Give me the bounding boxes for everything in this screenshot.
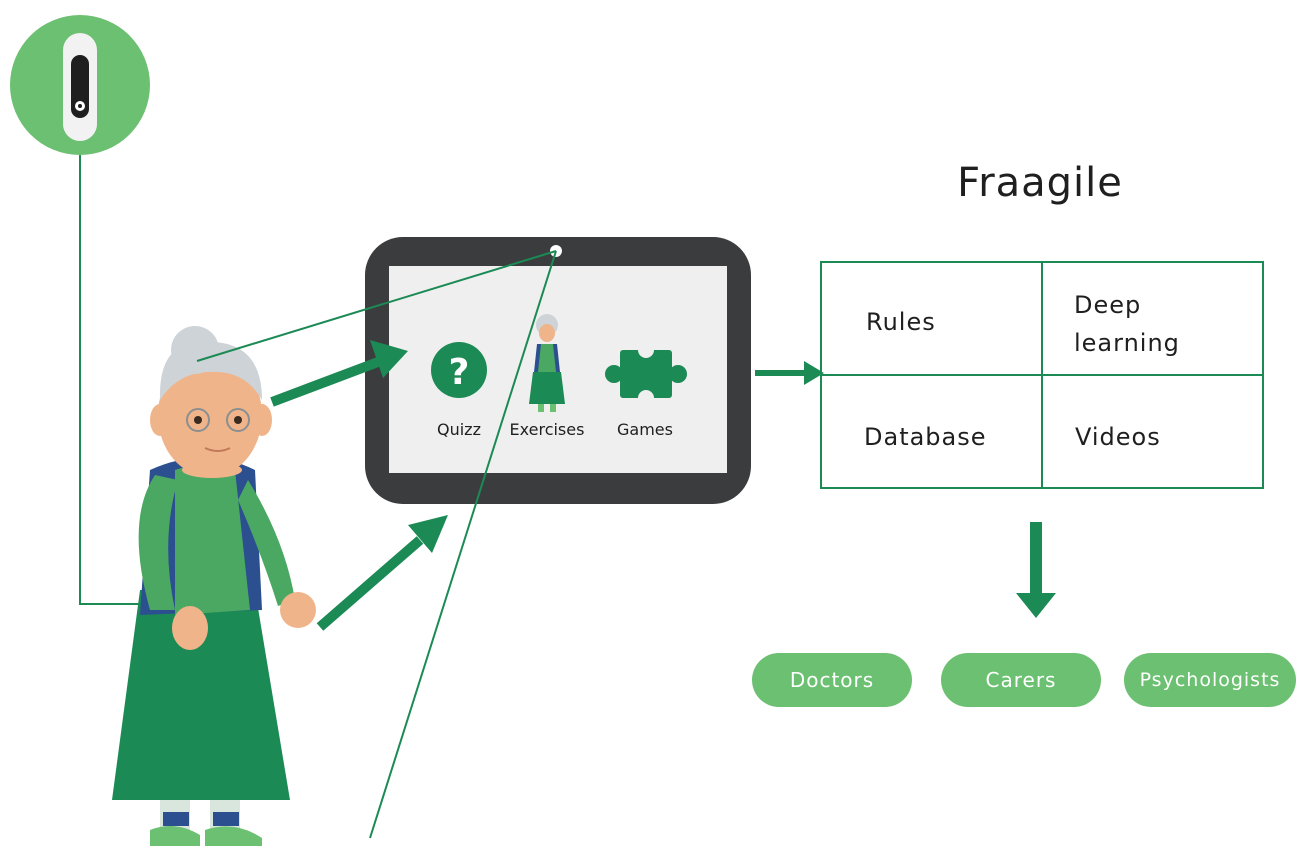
sensor-connector-line xyxy=(79,155,160,605)
grid-cell-videos: Videos xyxy=(1075,423,1161,451)
platform-grid xyxy=(820,261,1264,489)
grid-cell-rules: Rules xyxy=(866,308,936,336)
platform-to-recipients-arrow xyxy=(1016,522,1056,618)
recipient-psychologists: Psychologists xyxy=(1124,653,1296,707)
puzzle-piece-icon[interactable] xyxy=(605,342,687,406)
elderly-woman-icon[interactable] xyxy=(529,314,565,412)
recipient-doctors: Doctors xyxy=(752,653,912,707)
elderly-woman-illustration xyxy=(112,326,316,846)
diagram-title: Fraagile xyxy=(957,160,1123,206)
exercises-label: Exercises xyxy=(509,420,585,439)
question-mark-icon[interactable]: ? xyxy=(431,342,487,398)
tablet-to-platform-arrow xyxy=(755,361,824,385)
camera-view-line xyxy=(369,250,557,839)
recipient-carers: Carers xyxy=(941,653,1101,707)
games-label: Games xyxy=(617,420,673,439)
grid-cell-database: Database xyxy=(864,423,987,451)
wearable-sensor-icon xyxy=(10,15,150,155)
quizz-label: Quizz xyxy=(437,420,481,439)
camera-view-line xyxy=(196,250,557,362)
interaction-arrow xyxy=(316,515,448,631)
svg-text:?: ? xyxy=(449,352,470,393)
interaction-arrow xyxy=(270,340,408,407)
grid-cell-deep-learning: Deep learning xyxy=(1074,291,1180,357)
